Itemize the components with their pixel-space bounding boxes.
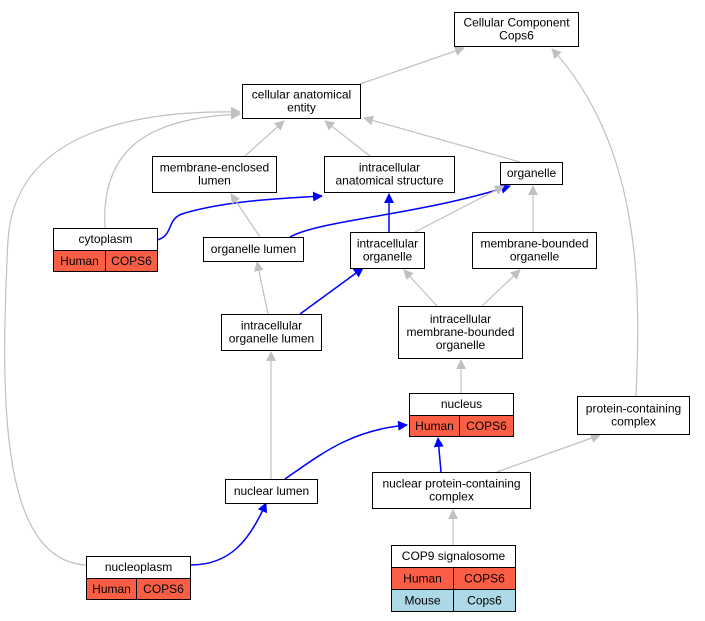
node-box — [454, 12, 579, 47]
species-label: Mouse — [404, 594, 440, 608]
node-label-line: anatomical structure — [335, 174, 443, 188]
node-box — [398, 306, 523, 359]
node-label-line: cytoplasm — [78, 232, 132, 246]
edge-intracellular-organelle-to-organelle — [414, 185, 505, 233]
node-nuclear-lumen[interactable]: nuclear lumen — [225, 479, 318, 504]
gene-label: COPS6 — [143, 582, 184, 596]
node-box — [221, 314, 322, 351]
node-box — [472, 232, 597, 269]
node-box — [225, 479, 318, 504]
edge-nucleoplasm-to-cellular-anatomical-entity — [4, 106, 241, 566]
edge-intracellular-anatomical-structure-to-cellular-anatomical-entity — [324, 120, 371, 157]
node-box — [372, 472, 531, 509]
node-label-line: organelle lumen — [211, 242, 296, 256]
node-label-line: entity — [287, 101, 316, 115]
node-label-line: organelle lumen — [229, 332, 314, 346]
edges-layer — [4, 46, 639, 566]
node-label-line: membrane-enclosed — [160, 161, 269, 175]
gene-cell — [459, 415, 514, 437]
node-box — [500, 162, 563, 185]
node-label-line: protein-containing — [586, 402, 681, 416]
node-label-line: intracellular — [430, 312, 491, 326]
edge-nuclear-protein-containing-complex-to-nucleus — [433, 437, 444, 473]
node-label-line: nuclear lumen — [234, 484, 309, 498]
node-label-line: complex — [611, 415, 656, 429]
gene-cell — [105, 250, 158, 272]
species-label: Human — [415, 419, 454, 433]
edge-cytoplasm-to-intracellular-anatomical-structure — [156, 191, 323, 241]
edge-cellular-anatomical-entity-to-cellular-component-cops6 — [359, 46, 465, 85]
node-label-line: cellular anatomical — [252, 88, 351, 102]
gene-cell — [453, 589, 516, 612]
node-box — [152, 156, 277, 193]
node-label-line: nucleus — [441, 397, 482, 411]
node-box — [350, 232, 425, 269]
node-label-line: intracellular — [359, 161, 420, 175]
node-organelle[interactable]: organelle — [500, 162, 563, 185]
edge-intracellular-membrane-bounded-organelle-to-membrane-bounded-organelle — [481, 269, 521, 307]
node-label-line: intracellular — [241, 319, 302, 333]
node-label-line: organelle — [363, 250, 413, 264]
gene-label: COPS6 — [464, 572, 505, 586]
edge-protein-containing-complex-to-cellular-component-cops6 — [551, 48, 639, 397]
species-label: Human — [60, 254, 99, 268]
node-label-line: lumen — [198, 174, 231, 188]
node-label-line: membrane-bounded — [480, 237, 588, 251]
node-label-line: organelle — [436, 338, 486, 352]
node-label-line: organelle — [507, 166, 557, 180]
node-label-line: Cops6 — [499, 29, 534, 43]
edge-organelle-lumen-to-membrane-enclosed-lumen — [230, 193, 261, 238]
node-label-line: complex — [429, 490, 474, 504]
gene-label: COPS6 — [466, 419, 507, 433]
node-label-line: COP9 signalosome — [402, 549, 506, 563]
gene-label: Cops6 — [467, 594, 502, 608]
edge-intracellular-membrane-bounded-organelle-to-intracellular-organelle — [403, 269, 438, 307]
species-label: Human — [403, 572, 442, 586]
edge-intracellular-organelle-lumen-to-organelle-lumen — [253, 261, 269, 315]
node-box — [242, 84, 361, 119]
species-label: Human — [92, 582, 131, 596]
node-label-line: Cellular Component — [463, 16, 570, 30]
node-organelle-lumen[interactable]: organelle lumen — [203, 237, 304, 262]
node-label-line: membrane-bounded — [406, 325, 514, 339]
edge-membrane-enclosed-lumen-to-cellular-anatomical-entity — [244, 120, 285, 157]
node-label-line: nucleoplasm — [105, 560, 172, 574]
edge-organelle-to-cellular-anatomical-entity — [363, 115, 521, 163]
node-label-line: organelle — [510, 250, 560, 264]
edge-nucleoplasm-to-nuclear-lumen — [190, 502, 268, 566]
gene-cell — [136, 578, 191, 600]
edge-organelle-lumen-to-organelle — [289, 183, 511, 238]
edge-cytoplasm-to-cellular-anatomical-entity — [104, 109, 241, 229]
node-box — [324, 156, 455, 193]
edge-nuclear-protein-containing-complex-to-protein-containing-complex — [496, 433, 601, 473]
node-label-line: nuclear protein-containing — [382, 477, 520, 491]
edge-intracellular-organelle-lumen-to-intracellular-organelle — [299, 267, 364, 315]
edge-nuclear-lumen-to-nucleus — [284, 420, 408, 480]
node-label-line: intracellular — [357, 237, 418, 251]
node-box — [203, 237, 304, 262]
gene-label: COPS6 — [111, 254, 152, 268]
node-box — [577, 396, 690, 435]
